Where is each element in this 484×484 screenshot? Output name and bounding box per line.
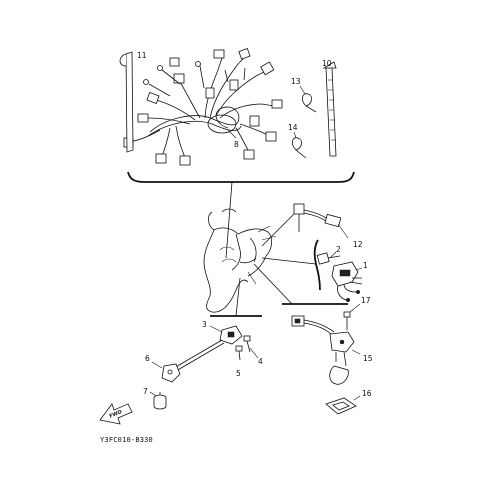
callout-15: 15	[363, 354, 373, 363]
part-12-sensor: 12	[261, 203, 363, 249]
callout-17: 17	[361, 296, 371, 305]
fwd-arrow: FWD	[99, 403, 133, 425]
part-11-strip: 11	[119, 51, 147, 153]
part-14-clamp: 14	[288, 123, 307, 159]
callout-11: 11	[137, 51, 147, 60]
group-bracket-top	[127, 171, 355, 183]
callout-14: 14	[288, 123, 298, 132]
drawing-code: Y3FC010-B330	[100, 436, 153, 444]
callout-2: 2	[336, 245, 341, 254]
part-1-cdi-unit: 1	[331, 261, 368, 303]
callout-12: 12	[353, 240, 363, 249]
part-13-clamp: 13	[291, 77, 317, 113]
engine-outline	[203, 208, 277, 313]
callout-16: 16	[362, 389, 372, 398]
part-15-sensor-assy: 15	[291, 315, 373, 385]
part-10-band: 10	[322, 59, 337, 157]
part-4-screw: 4	[243, 335, 263, 366]
part-5-screw-right: 5	[235, 345, 243, 361]
part-8-harness-label: 8	[227, 129, 239, 149]
callout-8: 8	[234, 140, 239, 149]
group-bracket-right	[313, 239, 321, 291]
part-3-switch-rod: 3	[173, 320, 243, 372]
part-6-joint: 5 6	[145, 354, 241, 383]
leader-harness	[225, 181, 233, 259]
callout-6: 6	[145, 354, 150, 363]
fwd-label: FWD	[109, 409, 123, 419]
part-2-bolt: 2	[316, 245, 341, 265]
part-16-gasket: 16	[325, 389, 372, 415]
part-7-knob: 7	[143, 387, 167, 410]
leader-right-group	[261, 257, 317, 265]
leader-left-group	[235, 277, 241, 317]
callout-13: 13	[291, 77, 301, 86]
callout-1: 1	[363, 261, 368, 270]
callout-4: 4	[258, 357, 263, 366]
part-17-screw: 17	[343, 296, 371, 330]
wire-harness	[123, 48, 283, 166]
leader-lower-right	[253, 263, 293, 305]
callout-10: 10	[322, 59, 332, 68]
callout-7: 7	[143, 387, 148, 396]
callout-3: 3	[202, 320, 207, 329]
callout-5a: 5	[236, 369, 241, 378]
